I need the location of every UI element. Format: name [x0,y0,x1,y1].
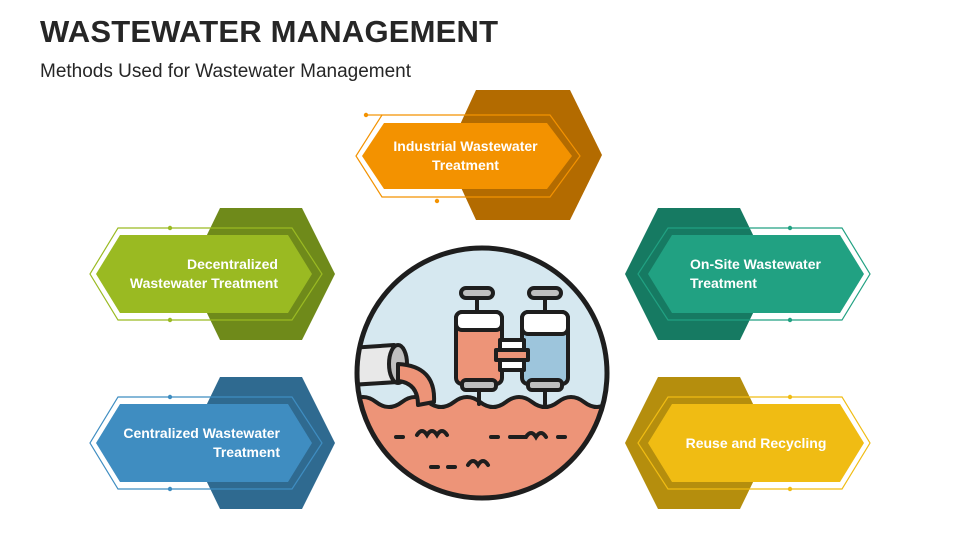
hex-outline [637,396,871,490]
outline-dot [167,394,173,400]
hex-outline [355,114,581,198]
hex-onsite [625,208,871,340]
hex-main [648,235,864,313]
outline-dot [167,317,173,323]
hex-outline [89,396,323,490]
method-label-reuse: Reuse and Recycling [685,434,827,451]
page-subtitle: Methods Used for Wastewater Management [40,61,412,82]
hex-main [96,404,312,482]
hex-main [96,235,312,313]
page-title: WASTEWATER MANAGEMENT [40,14,499,49]
wastewater-treatment-plant-icon [354,245,610,501]
hex-reuse [625,377,871,509]
outline-dot [787,394,793,400]
outline-dot [787,225,793,231]
hex-main [362,123,572,189]
hex-outline [637,227,871,321]
hex-centralized [89,377,335,509]
hex-decentralized [89,208,335,340]
outline-dot [434,198,440,204]
hex-industrial [355,90,602,220]
outline-dot [167,486,173,492]
outline-dot [787,486,793,492]
outline-dot [167,225,173,231]
hex-outline [89,227,323,321]
outline-dot [787,317,793,323]
hex-main [648,404,864,482]
